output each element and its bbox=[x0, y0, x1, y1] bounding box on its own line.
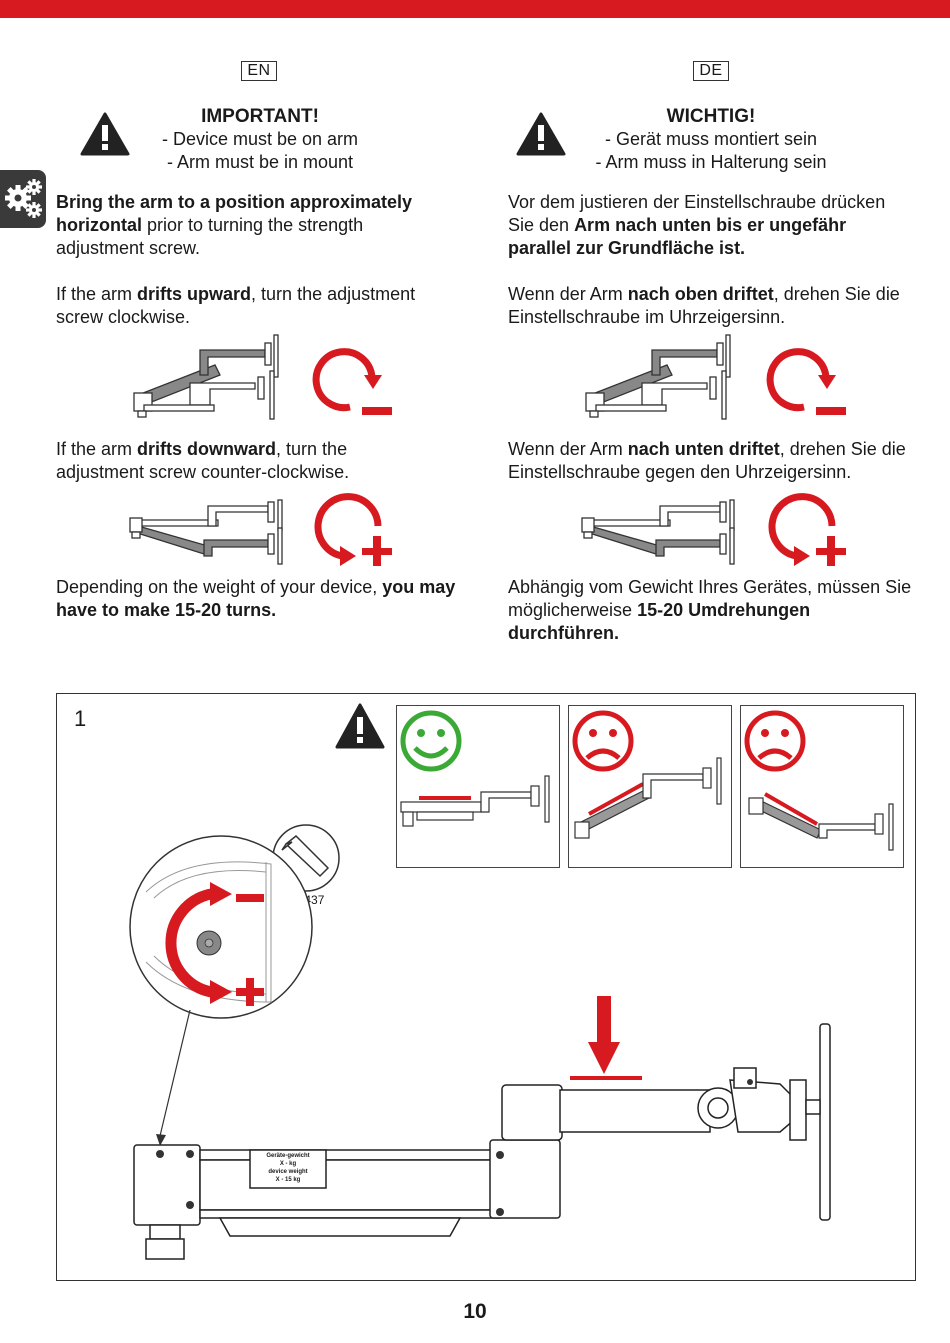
warning-title-de: WICHTIG! bbox=[666, 106, 756, 127]
en-p2-bold: drifts upward bbox=[137, 284, 252, 304]
weight-label-plate: Geräte-gewicht X - kg device weight X - … bbox=[252, 1152, 324, 1184]
incorrect-position-down-diagram bbox=[744, 710, 894, 851]
incorrect-position-down-box bbox=[740, 705, 904, 868]
de-p2-b: , drehen Sie die Einstellschraube im Uhr… bbox=[508, 284, 900, 327]
incorrect-position-up-diagram bbox=[572, 710, 722, 839]
rotate-clockwise-minus-icon-de bbox=[766, 348, 846, 415]
de-p3-a: Wenn der Arm bbox=[508, 439, 628, 459]
en-paragraph-1: Bring the arm to a position approximatel… bbox=[56, 191, 446, 260]
de-p3-b: , drehen Sie die Einstellschraube gegen … bbox=[508, 439, 906, 482]
arm-illustration-down-en bbox=[129, 499, 283, 565]
step-1-panel bbox=[56, 693, 916, 1281]
correct-position-box bbox=[396, 705, 560, 868]
pointer-line bbox=[156, 1009, 191, 1146]
weight-label-line-3: device weight bbox=[268, 1169, 308, 1175]
happy-face-icon bbox=[400, 710, 462, 772]
warning-title-en: IMPORTANT! bbox=[201, 106, 319, 127]
en-p3-a: If the arm bbox=[56, 439, 138, 459]
warning-line-de-2: - Arm muss in Halterung sein bbox=[595, 152, 827, 172]
warning-icon-step bbox=[335, 703, 385, 749]
magnified-screw-detail bbox=[129, 835, 313, 1019]
warning-icon-de bbox=[516, 112, 566, 156]
lang-tag-de: DE bbox=[693, 61, 729, 81]
en-p4-a: Depending on the weight of your device, bbox=[56, 577, 383, 597]
en-paragraph-3: If the arm drifts downward, turn the adj… bbox=[56, 438, 436, 484]
en-p2-b: , turn the adjustment screw clockwise. bbox=[56, 284, 416, 327]
down-arrow-icon bbox=[570, 996, 642, 1080]
en-p4-bold: you may have to make 15-20 turns. bbox=[56, 577, 456, 620]
warning-icon-en bbox=[80, 112, 130, 156]
top-red-bar bbox=[0, 0, 950, 18]
correct-position-diagram bbox=[400, 710, 550, 827]
de-p2-a: Wenn der Arm bbox=[508, 284, 628, 304]
de-paragraph-2: Wenn der Arm nach oben driftet, drehen S… bbox=[508, 283, 913, 329]
rotate-counterclockwise-plus-icon-de bbox=[768, 493, 846, 566]
en-paragraph-2: If the arm drifts upward, turn the adjus… bbox=[56, 283, 456, 329]
weight-label-line-4: X - 15 kg bbox=[275, 1177, 301, 1183]
incorrect-position-up-box bbox=[568, 705, 732, 868]
weight-label-line-1: Geräte-gewicht bbox=[266, 1153, 310, 1159]
weight-label-line-2: X - kg bbox=[279, 1161, 297, 1167]
warning-line-de-1: - Gerät muss montiert sein bbox=[604, 129, 818, 149]
sad-face-icon bbox=[744, 710, 806, 772]
de-p3-bold: nach unten driftet bbox=[627, 439, 780, 459]
de-paragraph-1: Vor dem justieren der Einstellschraube d… bbox=[508, 191, 913, 260]
en-p3-bold: drifts downward bbox=[137, 439, 277, 459]
warning-line-en-2: - Arm must be in mount bbox=[166, 152, 354, 172]
settings-gear-tab bbox=[0, 170, 46, 228]
de-p2-bold: nach oben driftet bbox=[627, 284, 774, 304]
de-paragraph-4: Abhängig vom Gewicht Ihres Gerätes, müss… bbox=[508, 576, 913, 645]
page-number: 10 bbox=[463, 1300, 487, 1323]
arm-illustration-up-en bbox=[133, 334, 279, 420]
gears-icon bbox=[5, 179, 42, 218]
de-p1-bold: Arm nach unten bis er ungefähr parallel … bbox=[508, 215, 847, 258]
sad-face-icon bbox=[572, 710, 634, 772]
en-p2-a: If the arm bbox=[56, 284, 138, 304]
de-p1-a: Vor dem justieren der Einstellschraube d… bbox=[508, 192, 886, 235]
de-p4-bold: 15-20 Umdrehungen durchführen. bbox=[508, 600, 811, 643]
arm-illustration-down-de bbox=[581, 499, 735, 565]
warning-line-en-1: - Device must be on arm bbox=[161, 129, 359, 149]
main-arm-diagram bbox=[133, 996, 831, 1260]
arm-illustration-up-de bbox=[585, 334, 731, 420]
de-p4-a: Abhängig vom Gewicht Ihres Gerätes, müss… bbox=[508, 577, 912, 620]
step-number: 1 bbox=[74, 706, 87, 731]
de-paragraph-3: Wenn der Arm nach unten driftet, drehen … bbox=[508, 438, 918, 484]
lang-tag-en: EN bbox=[241, 61, 277, 81]
en-paragraph-4: Depending on the weight of your device, … bbox=[56, 576, 456, 622]
rotate-clockwise-minus-icon-en bbox=[312, 348, 392, 415]
en-p3-b: , turn the adjustment screw counter-cloc… bbox=[56, 439, 350, 482]
en-p1-bold: Bring the arm to a position approximatel… bbox=[56, 192, 413, 235]
rotate-counterclockwise-plus-icon-en bbox=[314, 493, 392, 566]
en-p1-rest: prior to turning the strength adjustment… bbox=[56, 215, 364, 258]
